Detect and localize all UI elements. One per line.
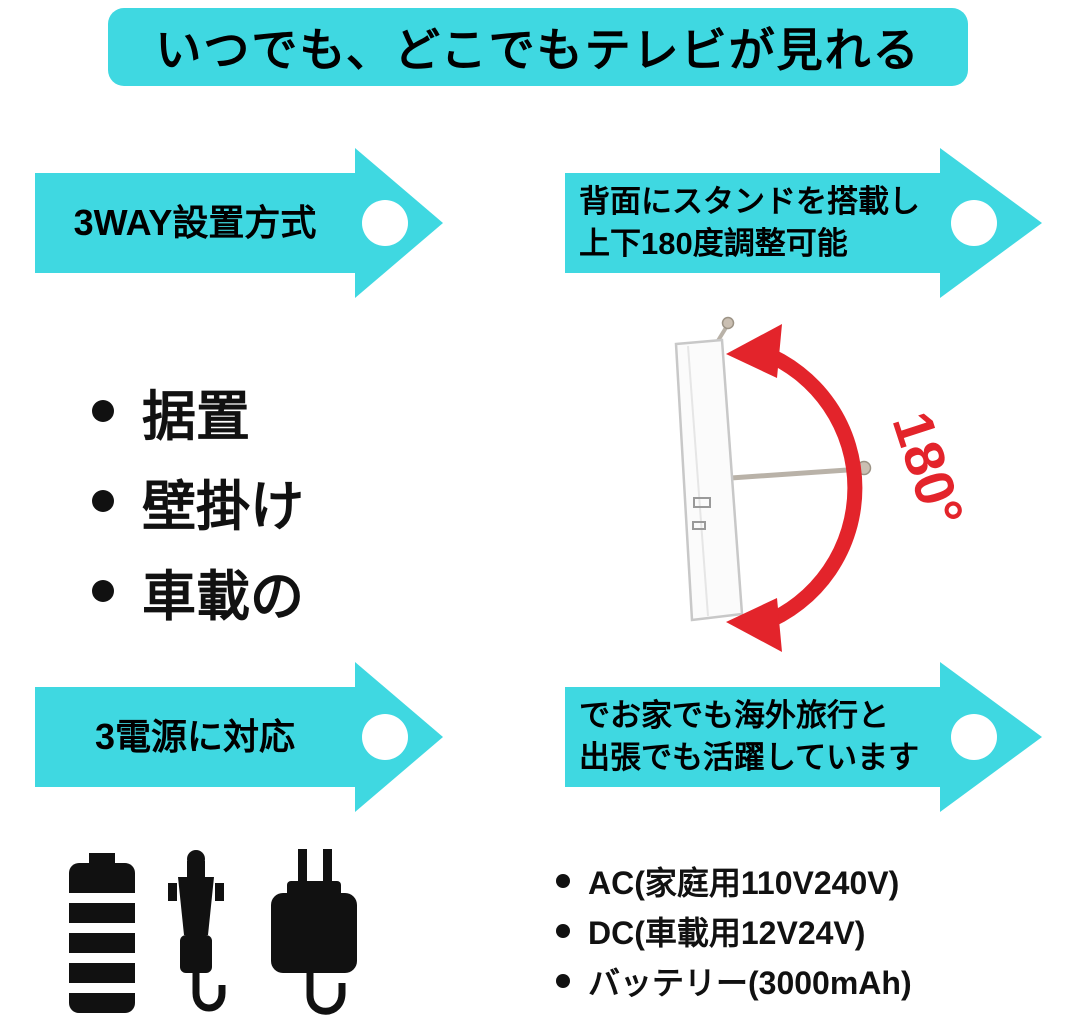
feature-bullet-list: 据置 壁掛け 車載の (92, 366, 304, 636)
arrow-banner-3way: 3WAY設置方式 (35, 148, 480, 298)
arc-arrowhead-bottom (726, 598, 782, 652)
bullet-dot (556, 874, 570, 888)
arrow-head-icon (940, 148, 1042, 298)
list-item: バッテリー(3000mAh) (556, 956, 912, 1006)
ac-adapter-icon (271, 849, 357, 1015)
rotation-label: 180° (881, 404, 977, 534)
tv-side-illustration: 180° (674, 316, 977, 652)
arrow-banner-stand-line2: 上下180度調整可能 (579, 226, 848, 261)
tv-panel (674, 338, 744, 622)
battery-icon (69, 853, 135, 1013)
bullet-dot (92, 490, 114, 512)
arrow-head-icon (355, 662, 443, 812)
power-label: DC(車載用12V24V) (588, 915, 866, 951)
feature-label: 据置 (142, 386, 250, 447)
bullet-dot (92, 580, 114, 602)
list-item: AC(家庭用110V240V) (556, 856, 912, 906)
arrow-banner-power-label: 3電源に対応 (94, 716, 296, 757)
arc-arrowhead-top (726, 324, 782, 378)
car-charger-icon (168, 850, 226, 1012)
arrow-head-icon (940, 662, 1042, 812)
power-source-icons (69, 849, 357, 1015)
power-label: バッテリー(3000mAh) (588, 965, 912, 1001)
power-label: AC(家庭用110V240V) (588, 865, 900, 901)
bullet-dot (92, 400, 114, 422)
page-title-text: いつでも、どこでもテレビが見れる (155, 24, 921, 76)
feature-label: 壁掛け (142, 476, 304, 537)
card-slot (692, 521, 706, 530)
arrow-banner-travel-line1: でお家でも海外旅行と (579, 698, 889, 734)
feature-label: 車載の (142, 566, 304, 627)
arrow-banner-stand-line1: 背面にスタンドを搭載し (579, 184, 920, 220)
arrow-banner-travel-line2: 出張でも活躍しています (579, 740, 920, 775)
arrow-head-icon (355, 148, 443, 298)
arrow-banner-3way-label: 3WAY設置方式 (73, 202, 317, 243)
bullet-dot (556, 924, 570, 938)
rotation-arc (726, 324, 863, 652)
arrow-banner-travel: でお家でも海外旅行と 出張でも活躍しています (565, 662, 1045, 812)
list-item: 据置 (92, 366, 304, 456)
page-title: いつでも、どこでもテレビが見れる (108, 8, 968, 86)
arrow-banner-stand: 背面にスタンドを搭載し 上下180度調整可能 (565, 148, 1045, 298)
list-item: 壁掛け (92, 456, 304, 546)
power-bullet-list: AC(家庭用110V240V) DC(車載用12V24V) バッテリー(3000… (556, 856, 912, 1006)
usb-port (693, 497, 711, 508)
list-item: DC(車載用12V24V) (556, 906, 912, 956)
bullet-dot (556, 974, 570, 988)
arrow-banner-power: 3電源に対応 (35, 662, 480, 812)
list-item: 車載の (92, 546, 304, 636)
